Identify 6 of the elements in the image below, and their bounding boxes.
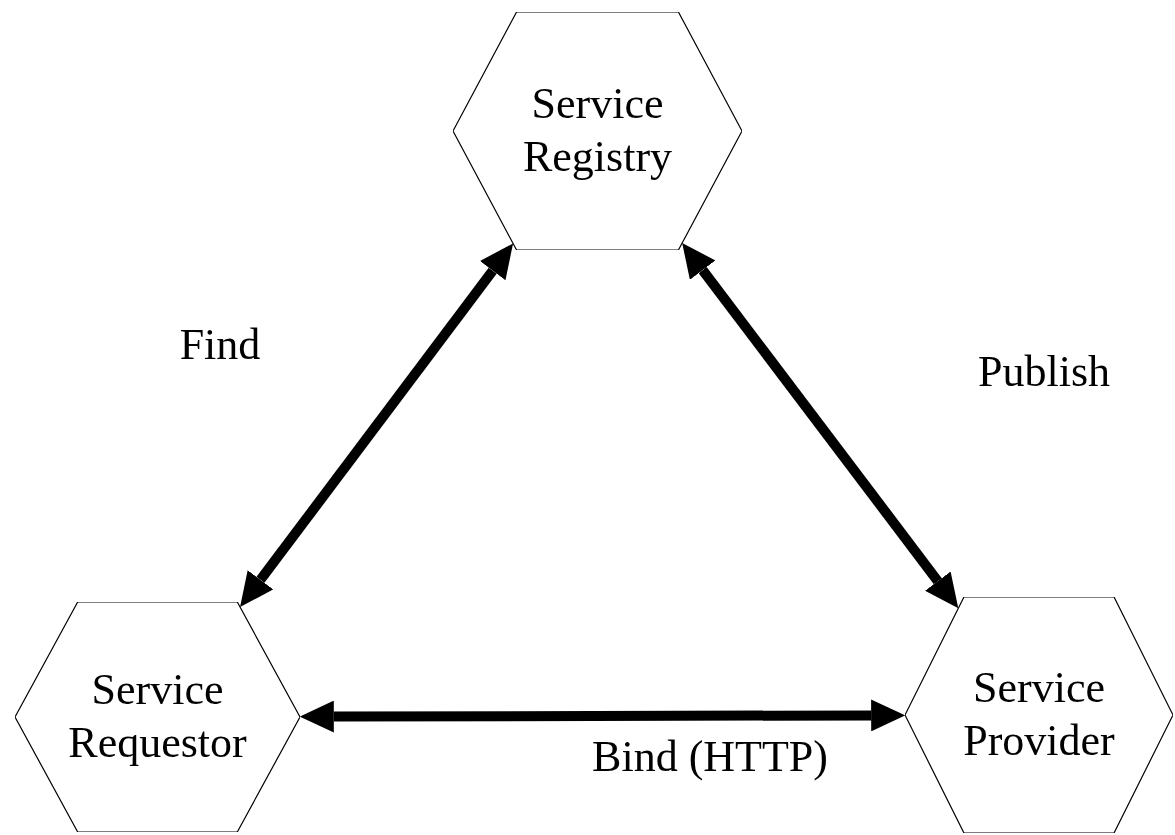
node-label: Service Registry (521, 78, 674, 183)
double-arrow (299, 699, 906, 733)
double-arrow (240, 243, 514, 608)
node-label: Service Provider (962, 662, 1116, 767)
node-label: Service Requestor (67, 664, 248, 769)
double-arrow (682, 243, 959, 609)
